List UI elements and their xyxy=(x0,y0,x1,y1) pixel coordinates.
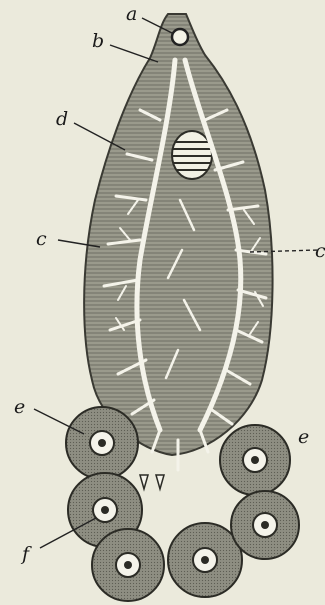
label-f: f xyxy=(20,543,32,565)
label-c-left: c xyxy=(36,228,47,250)
egg-6 xyxy=(231,491,299,559)
body-outline xyxy=(84,14,272,455)
egg-1 xyxy=(66,407,138,479)
egg-4 xyxy=(168,523,242,597)
oral-sucker xyxy=(172,29,188,45)
base-teeth xyxy=(140,475,164,489)
egg-5 xyxy=(220,425,290,495)
label-b: b xyxy=(92,30,104,52)
label-e-right: e xyxy=(298,426,309,448)
egg-3 xyxy=(92,529,164,601)
label-a: a xyxy=(126,3,137,25)
label-c-right: c xyxy=(315,240,325,262)
label-e-left: e xyxy=(14,396,25,418)
label-d: d xyxy=(56,108,68,130)
